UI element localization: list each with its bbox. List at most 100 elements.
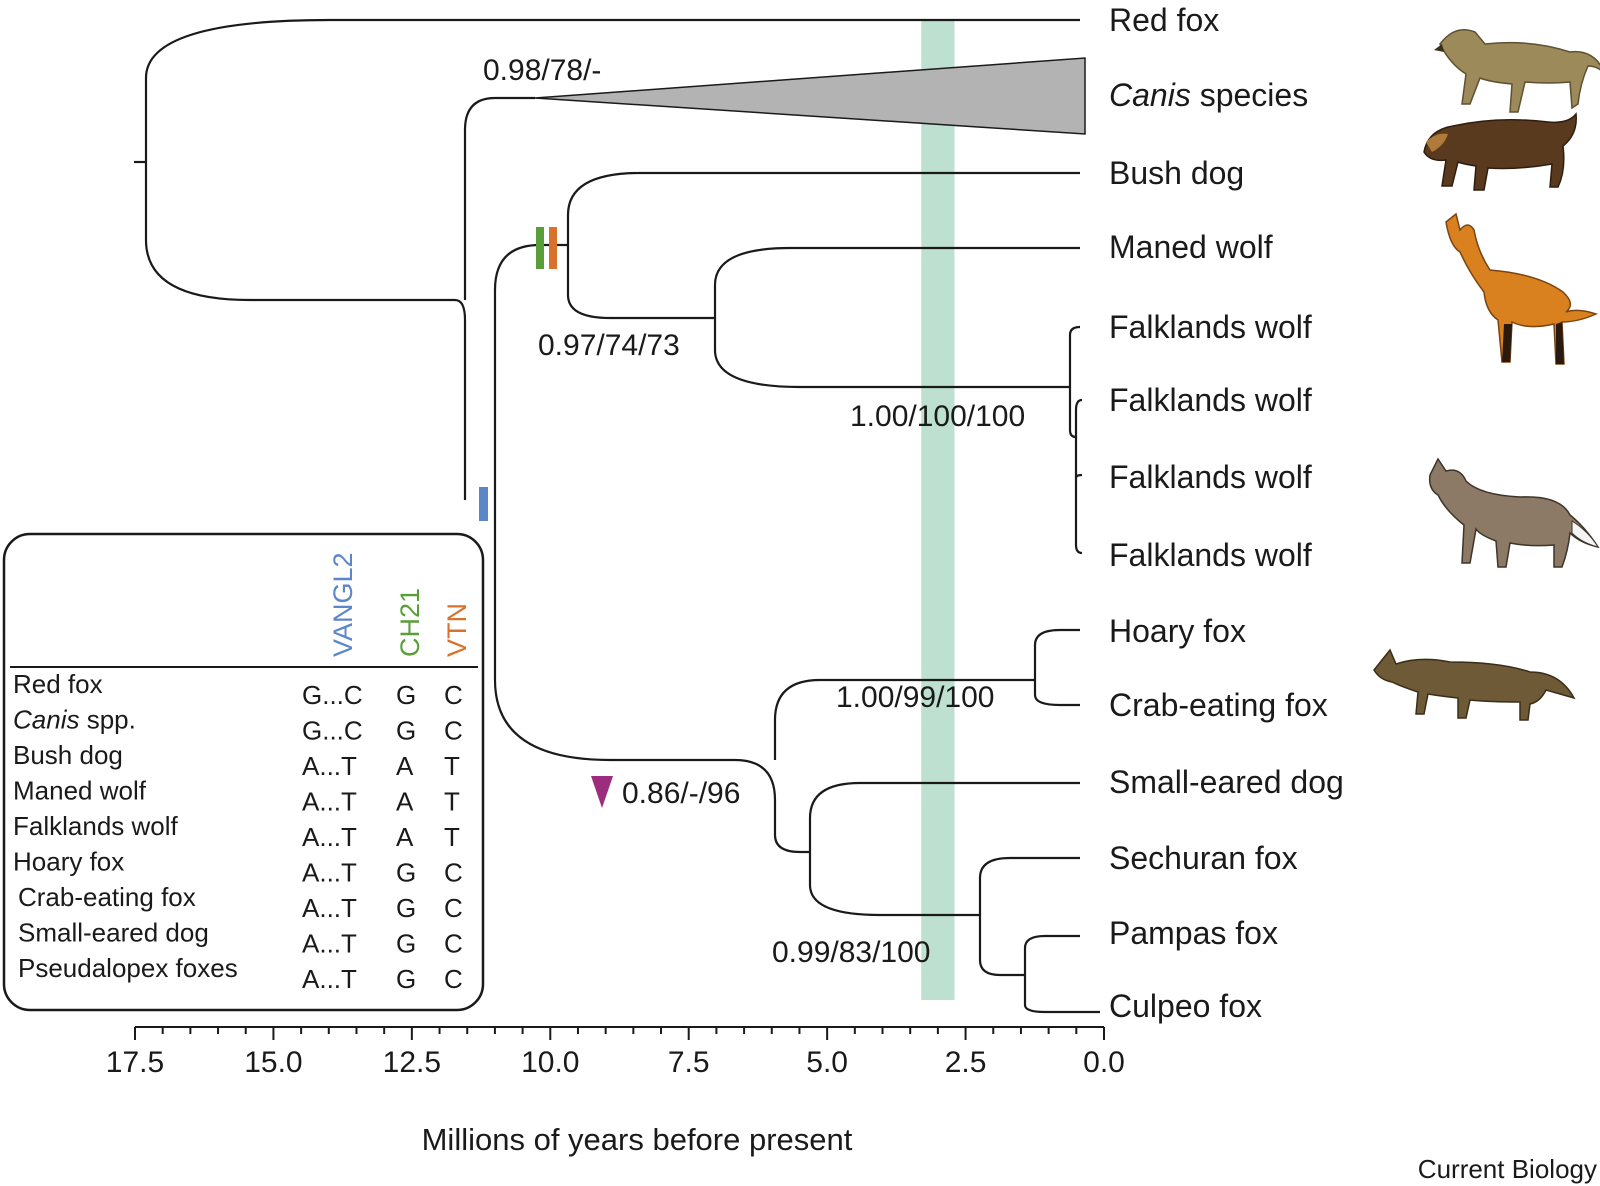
gene-header-vangl2: VANGL2	[328, 552, 358, 657]
support-hoary-crab-node: 1.00/99/100	[836, 681, 994, 714]
branch-falklands-2	[1068, 387, 1083, 439]
table-cell-ch21: G	[396, 858, 416, 888]
axis-tick-label: 7.5	[668, 1046, 710, 1079]
label-falklands-wolf-4: Falklands wolf	[1109, 537, 1312, 573]
branch-south-american-node	[773, 678, 1035, 760]
table-cell-vangl2: A...T	[302, 893, 357, 923]
table-cell-vtn: T	[444, 751, 460, 781]
axis-tick-label: 2.5	[945, 1046, 987, 1079]
axis-tick-label: 17.5	[106, 1046, 164, 1079]
branch-bush-dog	[566, 171, 1080, 245]
table-row-name: Maned wolf	[13, 776, 147, 806]
support-bush-maned-node: 0.97/74/73	[538, 329, 680, 362]
branch-sechuran-fox	[978, 856, 1080, 915]
table-row-name: Crab-eating fox	[18, 882, 196, 912]
table-row-name: Pseudalopex foxes	[18, 953, 238, 983]
branch-maned-falklands-stem	[566, 245, 715, 320]
branch-pampas-fox	[1023, 934, 1080, 975]
table-row-name-rest: spp.	[79, 705, 135, 735]
axis-tick-label: 0.0	[1083, 1046, 1125, 1079]
table-cell-ch21: A	[396, 751, 414, 781]
table-cell-vangl2: A...T	[302, 929, 357, 959]
branch-small-eared-dog	[808, 781, 1080, 852]
axis-tick-label: 12.5	[383, 1046, 441, 1079]
label-hoary-fox: Hoary fox	[1109, 613, 1246, 649]
axis-tick-label: 15.0	[244, 1046, 302, 1079]
triangle-marker	[591, 776, 613, 808]
branch-lower-clade	[734, 758, 810, 854]
label-maned-wolf: Maned wolf	[1109, 229, 1273, 265]
table-cell-ch21: A	[396, 822, 414, 852]
support-values: 0.98/78/- 0.97/74/73 1.00/100/100 1.00/9…	[483, 54, 1025, 969]
label-bush-dog: Bush dog	[1109, 155, 1244, 191]
table-cell-vangl2: A...T	[302, 822, 357, 852]
snp-table-frame	[2, 532, 485, 1012]
support-south-american-node: 0.86/-/96	[622, 777, 740, 810]
table-cell-ch21: G	[396, 964, 416, 994]
branch-canis	[463, 96, 535, 300]
table-cell-vtn: C	[444, 716, 463, 746]
table-cell-vtn: C	[444, 964, 463, 994]
vtn-marker	[549, 227, 557, 269]
label-falklands-wolf-2: Falklands wolf	[1109, 382, 1312, 418]
label-pampas-fox: Pampas fox	[1109, 915, 1278, 951]
branch-maned-wolf	[713, 246, 1080, 318]
table-cell-vtn: C	[444, 893, 463, 923]
axis-tick-label: 5.0	[806, 1046, 848, 1079]
tree-branches	[134, 18, 1100, 1014]
table-cell-vtn: T	[444, 787, 460, 817]
table-cell-vangl2: G...C	[302, 716, 363, 746]
table-row-name: Canis spp.	[13, 705, 136, 735]
table-cell-vangl2: G...C	[302, 680, 363, 710]
table-row-name: Bush dog	[13, 740, 123, 770]
table-row-name: Small-eared dog	[18, 918, 209, 948]
bush-dog-illustration	[1423, 112, 1577, 191]
axis-title: Millions of years before present	[422, 1122, 853, 1157]
support-falklands-node: 1.00/100/100	[850, 400, 1025, 433]
branch-pampas-culpeo-stem	[978, 915, 1025, 977]
support-pseudalopex-node: 0.99/83/100	[772, 936, 930, 969]
falklands-wolf-illustration	[1428, 457, 1600, 568]
table-cell-vangl2: A...T	[302, 964, 357, 994]
branch-root-to-ingroup	[144, 162, 455, 302]
maned-wolf-illustration	[1445, 212, 1599, 365]
table-row-name-italic: Canis	[13, 705, 79, 735]
ch21-marker	[536, 227, 544, 269]
branch-bush-maned-stem	[493, 243, 568, 500]
table-cell-vtn: C	[444, 858, 463, 888]
label-canis-species: Canis species	[1109, 77, 1308, 113]
table-row-name: Red fox	[13, 669, 103, 699]
table-cell-vangl2: A...T	[302, 787, 357, 817]
table-cell-ch21: G	[396, 929, 416, 959]
crab-eating-fox-illustration	[1373, 648, 1576, 721]
gene-header-ch21: CH21	[395, 588, 425, 657]
branch-red-fox	[144, 18, 1080, 162]
table-row-name: Falklands wolf	[13, 811, 179, 841]
highlight-band	[921, 20, 955, 1000]
label-falklands-wolf-1: Falklands wolf	[1109, 309, 1312, 345]
canis-collapsed-clade	[534, 57, 1086, 135]
branch-crab-eating-fox	[1033, 680, 1080, 707]
branch-falklands-stem	[713, 318, 1070, 389]
table-cell-ch21: G	[396, 680, 416, 710]
label-falklands-wolf-3: Falklands wolf	[1109, 459, 1312, 495]
table-row-name: Hoary fox	[13, 847, 124, 877]
table-cell-vangl2: A...T	[302, 858, 357, 888]
label-red-fox: Red fox	[1109, 2, 1219, 38]
branch-culpeo-fox	[1023, 975, 1100, 1014]
table-cell-ch21: G	[396, 893, 416, 923]
label-canis-genus: Canis	[1109, 77, 1191, 113]
journal-credit: Current Biology	[1418, 1154, 1597, 1184]
table-cell-ch21: A	[396, 787, 414, 817]
branch-pseudalopex-stem	[808, 852, 980, 917]
label-culpeo-fox: Culpeo fox	[1109, 988, 1262, 1024]
branch-falklands-3	[1074, 437, 1083, 479]
table-cell-ch21: G	[396, 716, 416, 746]
support-canis-node: 0.98/78/-	[483, 54, 601, 87]
